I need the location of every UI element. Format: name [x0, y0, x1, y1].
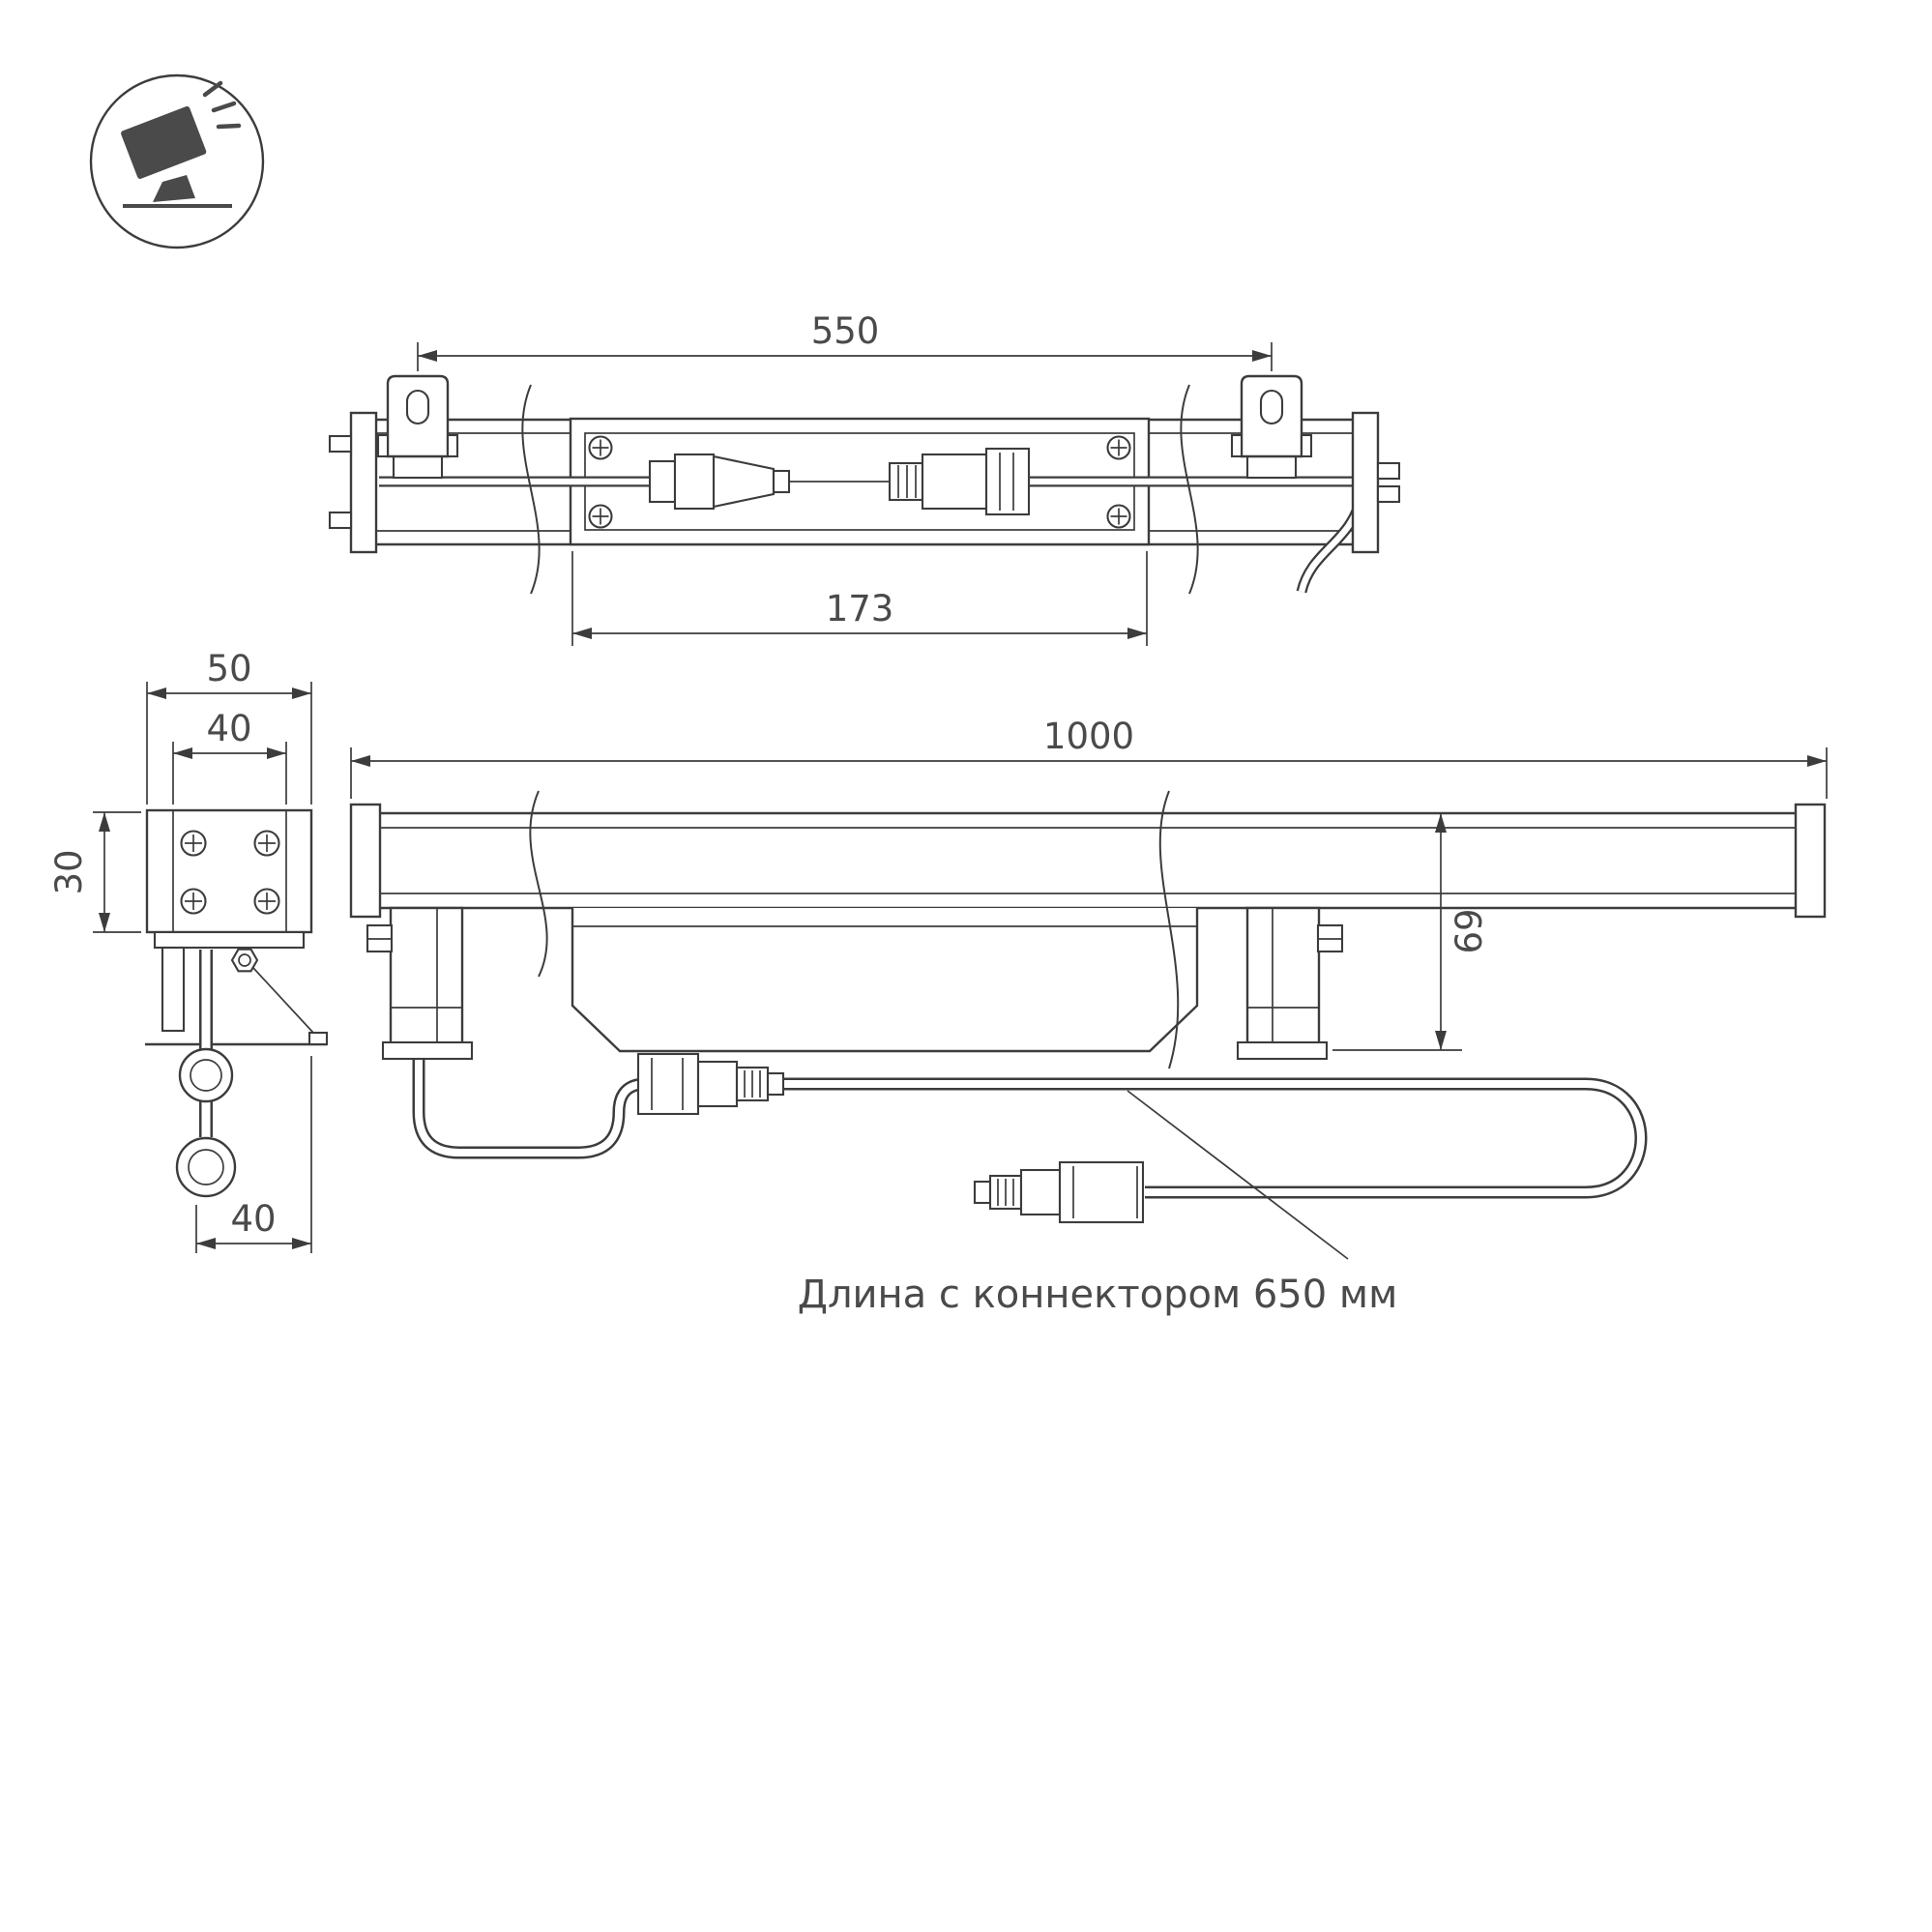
screw-icon — [180, 830, 280, 915]
dim-173-label: 173 — [826, 588, 894, 629]
side-bolt — [1376, 461, 1401, 481]
break-line — [521, 384, 541, 595]
break-line — [529, 790, 548, 978]
side-bracket — [145, 930, 329, 1046]
mount-bracket-left — [366, 906, 474, 1061]
end-cap-left — [349, 803, 382, 919]
connector-male — [648, 453, 791, 511]
dim-1000: 1000 — [350, 716, 1828, 799]
cable-coupling — [178, 1047, 234, 1103]
dim-40-bottom: 40 — [195, 1056, 312, 1253]
mount-bracket-left — [376, 374, 459, 480]
dim-50: 50 — [146, 648, 312, 805]
tilted-floodlight-icon — [89, 73, 265, 249]
dim-69: 69 — [1332, 813, 1490, 1051]
bracket-foot — [1236, 1040, 1329, 1061]
light-ray — [202, 80, 223, 98]
floodlight-body — [121, 105, 207, 179]
cable — [412, 1060, 1648, 1199]
light-ray — [211, 101, 237, 113]
dim-173: 173 — [571, 551, 1148, 646]
bracket-slot — [1259, 389, 1284, 425]
end-cap-right — [1794, 803, 1827, 919]
dim-1000-label: 1000 — [1043, 716, 1134, 757]
mount-bracket-right — [1236, 906, 1344, 1061]
side-bolt — [328, 511, 353, 530]
side-bolt — [1376, 484, 1401, 504]
hex-nut-icon — [230, 948, 259, 973]
mount-bracket-right — [1230, 374, 1313, 480]
end-cap-left — [349, 411, 378, 554]
connector-end — [175, 1136, 237, 1198]
profile-end-face — [145, 808, 313, 934]
dim-40-top: 40 — [172, 708, 287, 805]
dim-40-top-label: 40 — [206, 708, 251, 749]
dim-50-label: 50 — [206, 648, 251, 689]
side-view: 50 40 — [48, 648, 329, 1253]
dim-30: 30 — [48, 811, 141, 933]
side-bolt — [328, 434, 353, 454]
connector-female — [888, 447, 1031, 516]
dim-550-label: 550 — [811, 310, 880, 352]
dim-69-label: 69 — [1449, 908, 1490, 953]
cable — [379, 476, 1367, 594]
break-line — [1180, 384, 1199, 595]
end-cap-right — [1351, 411, 1380, 554]
connector-male — [973, 1160, 1145, 1224]
dim-550: 550 — [417, 310, 1273, 371]
top-view: 550 173 — [328, 310, 1401, 646]
icon-circle — [89, 73, 265, 249]
front-view: 1000 — [349, 716, 1828, 1317]
dim-40-bottom-label: 40 — [230, 1198, 276, 1240]
connector-length-note: Длина с коннектором 650 мм — [798, 1273, 1398, 1317]
leader-line — [1127, 1090, 1349, 1260]
floodlight-base — [153, 175, 195, 202]
break-line — [1158, 790, 1180, 1069]
bracket-foot — [381, 1040, 474, 1061]
dim-30-label: 30 — [48, 849, 90, 894]
connector-female — [636, 1052, 785, 1116]
light-ray — [216, 123, 242, 130]
screw-icon — [588, 435, 1131, 529]
bracket-slot — [405, 389, 430, 425]
driver-housing — [571, 908, 1199, 1053]
